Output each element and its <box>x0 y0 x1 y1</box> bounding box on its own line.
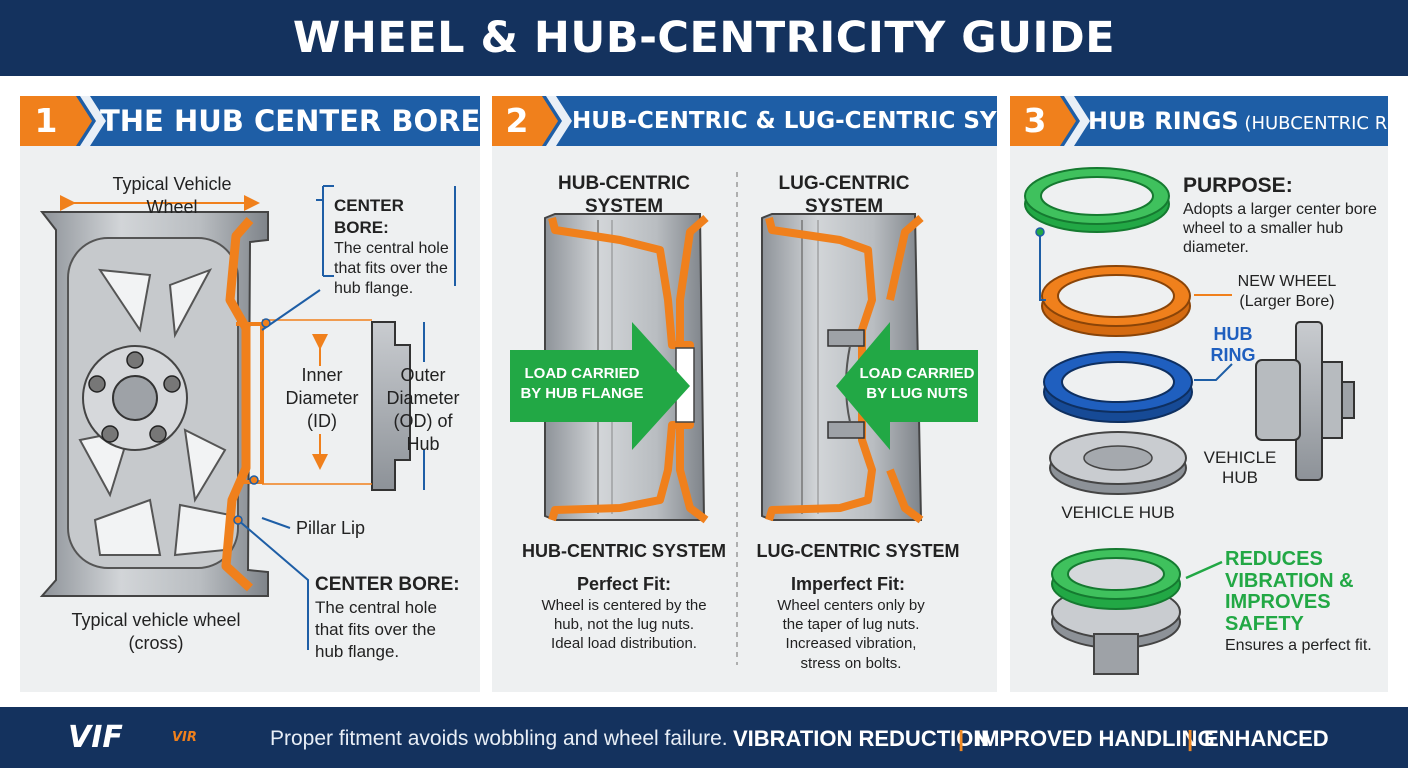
footer-bar: VIF VIR Proper fitment avoids wobbling a… <box>0 707 1408 768</box>
benefit-line: IMPROVES <box>1225 591 1331 614</box>
heading-lug-centric: LUG-CENTRIC SYSTEM <box>758 173 930 219</box>
purpose-line: Adopts a larger center bore <box>1183 201 1377 218</box>
name-lug-centric-system: LUG-CENTRIC SYSTEM <box>756 541 960 561</box>
callout-title: CENTER BORE: <box>334 196 404 237</box>
callout-center-bore-top: CENTER BORE: The central hole that fits … <box>334 195 459 300</box>
arrow-label-lug-nuts: LOAD CARRIED BY LUG NUTS <box>848 364 986 405</box>
callout-title: CENTER BORE: <box>315 574 460 595</box>
panel-header: 1 THE HUB CENTER BORE <box>20 96 480 146</box>
feature-separator: | <box>958 726 965 751</box>
heading-line: LUG-CENTRIC <box>778 173 910 194</box>
step-number: 1 <box>34 101 58 140</box>
desc-line: Ideal load distribution. <box>551 635 697 653</box>
label-line: Typical Vehicle <box>112 174 232 194</box>
callout-line: hub flange. <box>315 641 400 661</box>
purpose-line: diameter. <box>1183 239 1249 257</box>
fit-perfect: Perfect Fit: <box>576 574 672 594</box>
feature-vibration-reduction: VIBRATION REDUCTION <box>733 726 990 751</box>
label-vehicle-hub: VEHICLE HUB <box>1061 503 1175 522</box>
step-tab-shape <box>492 96 572 146</box>
panel-title: THE HUB CENTER BORE <box>100 104 481 138</box>
feature-separator: | <box>1187 726 1194 751</box>
label-line: HUB <box>1213 324 1253 344</box>
step-number: 2 <box>505 101 529 140</box>
callout-line: that fits over the <box>315 620 436 640</box>
step-tab-shape <box>1010 96 1090 146</box>
caption-line: Typical vehicle wheel <box>71 610 241 630</box>
label-line: Hub <box>406 434 440 455</box>
label-line: HUB <box>1222 468 1258 488</box>
benefit-title: REDUCES VIBRATION & IMPROVES SAFETY <box>1225 548 1375 635</box>
title-bar: WHEEL & HUB-CENTRICITY GUIDE <box>0 0 1408 76</box>
label-line: (Larger Bore) <box>1239 293 1335 310</box>
desc-line: the taper of lug nuts. <box>782 616 920 634</box>
label-hub-ring: HUB RING <box>1208 324 1258 365</box>
arrow-label-line: BY HUB FLANGE <box>520 385 644 403</box>
callout-line: The central hole <box>334 239 449 257</box>
desc-line: hub, not the lug nuts. <box>553 616 695 634</box>
label-line: VEHICLE <box>1203 448 1277 467</box>
heading-hub-centric: HUB-CENTRIC SYSTEM <box>538 173 710 219</box>
benefit-text: Ensures a perfect fit. <box>1225 637 1372 654</box>
label-line: (ID) <box>307 411 337 432</box>
benefit-line: SAFETY <box>1225 612 1304 635</box>
desc-hub-centric: Wheel is centered by the hub, not the lu… <box>514 596 734 654</box>
arrow-label-line: BY LUG NUTS <box>866 385 968 403</box>
label-line: RING <box>1210 344 1256 365</box>
benefit-line: VIBRATION & <box>1225 569 1354 592</box>
vif-logo-text: VIF <box>68 720 123 755</box>
fit-imperfect: Imperfect Fit: <box>790 574 905 594</box>
label-line: Inner <box>301 365 343 385</box>
vir-logo-text: VIR <box>172 730 197 745</box>
page-title: WHEEL & HUB-CENTRICITY GUIDE <box>292 13 1116 63</box>
panel-header: 2 HUB-CENTRIC & LUG-CENTRIC SYSTEMS <box>492 96 1084 146</box>
callout-center-bore-bottom: CENTER BORE: The central hole that fits … <box>315 573 475 663</box>
desc-line: Wheel centers only by <box>777 597 925 614</box>
panel-title: HUB-CENTRIC & LUG-CENTRIC SYSTEMS <box>572 108 1085 134</box>
label-new-wheel: NEW WHEEL (Larger Bore) <box>1226 272 1348 312</box>
name-hub-centric-system: HUB-CENTRIC SYSTEM <box>521 541 726 561</box>
panel-title-sub: (HUBCENTRIC RINGS) <box>1244 113 1408 134</box>
panel-title-main: HUB RINGS <box>1088 107 1239 135</box>
caption-line: (cross) <box>128 633 184 654</box>
arrow-label-hub-flange: LOAD CARRIED BY HUB FLANGE <box>510 364 654 405</box>
desc-line: Wheel is centered by the <box>541 597 707 614</box>
label-line: Wheel <box>146 197 198 218</box>
panel-title: HUB RINGS (HUBCENTRIC RINGS) <box>1088 96 1408 146</box>
label-outer-diameter: Outer Diameter (OD) of Hub <box>384 364 462 456</box>
label-vehicle-hub-side: VEHICLE HUB <box>1200 448 1280 489</box>
heading-line: SYSTEM <box>804 195 884 217</box>
label-pillar-lip: Pillar Lip <box>296 518 366 538</box>
label-line: Diameter <box>285 388 359 409</box>
callout-line: that fits over the <box>334 259 448 277</box>
heading-line: HUB-CENTRIC <box>558 173 690 194</box>
heading-line: SYSTEM <box>584 195 664 217</box>
label-inner-diameter: Inner Diameter (ID) <box>278 364 366 433</box>
feature-improved-handling: IMPROVED HANDLING <box>975 726 1215 751</box>
label-line: Outer <box>400 365 446 385</box>
footer-tagline: Proper fitment avoids wobbling and wheel… <box>270 727 728 750</box>
purpose-line: wheel to a smaller hub <box>1183 220 1344 238</box>
label-typical-vehicle-wheel: Typical Vehicle Wheel <box>92 173 252 219</box>
caption-wheel-cross: Typical vehicle wheel (cross) <box>56 609 256 655</box>
step-tab-shape <box>20 96 106 146</box>
desc-line: Increased vibration, <box>785 635 917 653</box>
benefit-line: REDUCES <box>1225 548 1323 570</box>
panel-header: 3 HUB RINGS (HUBCENTRIC RINGS) <box>1010 96 1408 146</box>
callout-line: hub flange. <box>334 280 414 298</box>
purpose-text: Adopts a larger center bore wheel to a s… <box>1183 200 1383 258</box>
label-line: (OD) of <box>393 411 453 432</box>
desc-line: stress on bolts. <box>800 654 902 672</box>
label-line: NEW WHEEL <box>1237 273 1337 290</box>
step-number: 3 <box>1023 101 1047 140</box>
callout-line: The central hole <box>315 598 437 618</box>
arrow-label-line: LOAD CARRIED <box>859 365 975 382</box>
desc-lug-centric: Wheel centers only by the taper of lug n… <box>748 596 954 673</box>
label-line: Diameter <box>386 388 460 409</box>
feature-enhanced-safety: ENHANCED SAFETY <box>1204 726 1329 751</box>
arrow-label-line: LOAD CARRIED <box>524 365 640 382</box>
purpose-title: PURPOSE: <box>1183 174 1293 197</box>
